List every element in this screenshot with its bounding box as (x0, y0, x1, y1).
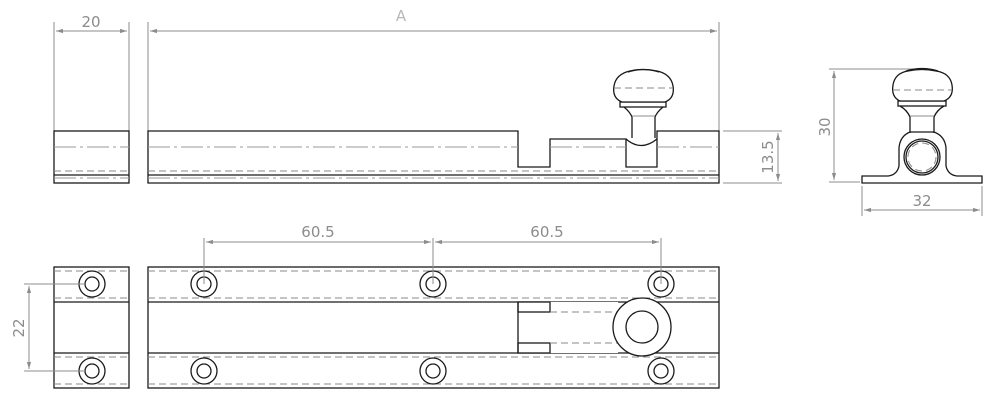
dim-side-base-width: 32 (912, 192, 931, 210)
front-elevation: A 13.5 (147, 7, 782, 184)
dim-hole-spacing-left: 60.5 (301, 223, 334, 241)
dim-hole-spacing-right: 60.5 (530, 223, 563, 241)
plan-view: 60.5 60.5 (147, 223, 720, 389)
side-profile: 30 32 (816, 67, 983, 216)
dim-body-height: 13.5 (759, 140, 777, 173)
end-view-front: 20 (53, 13, 130, 184)
dim-overall-length: A (396, 7, 407, 25)
dim-side-height: 30 (816, 117, 834, 136)
end-view-plan: 22 (10, 266, 130, 389)
dim-hole-vertical-spacing: 22 (10, 318, 28, 337)
knob (613, 68, 674, 147)
dim-end-width: 20 (81, 13, 100, 31)
